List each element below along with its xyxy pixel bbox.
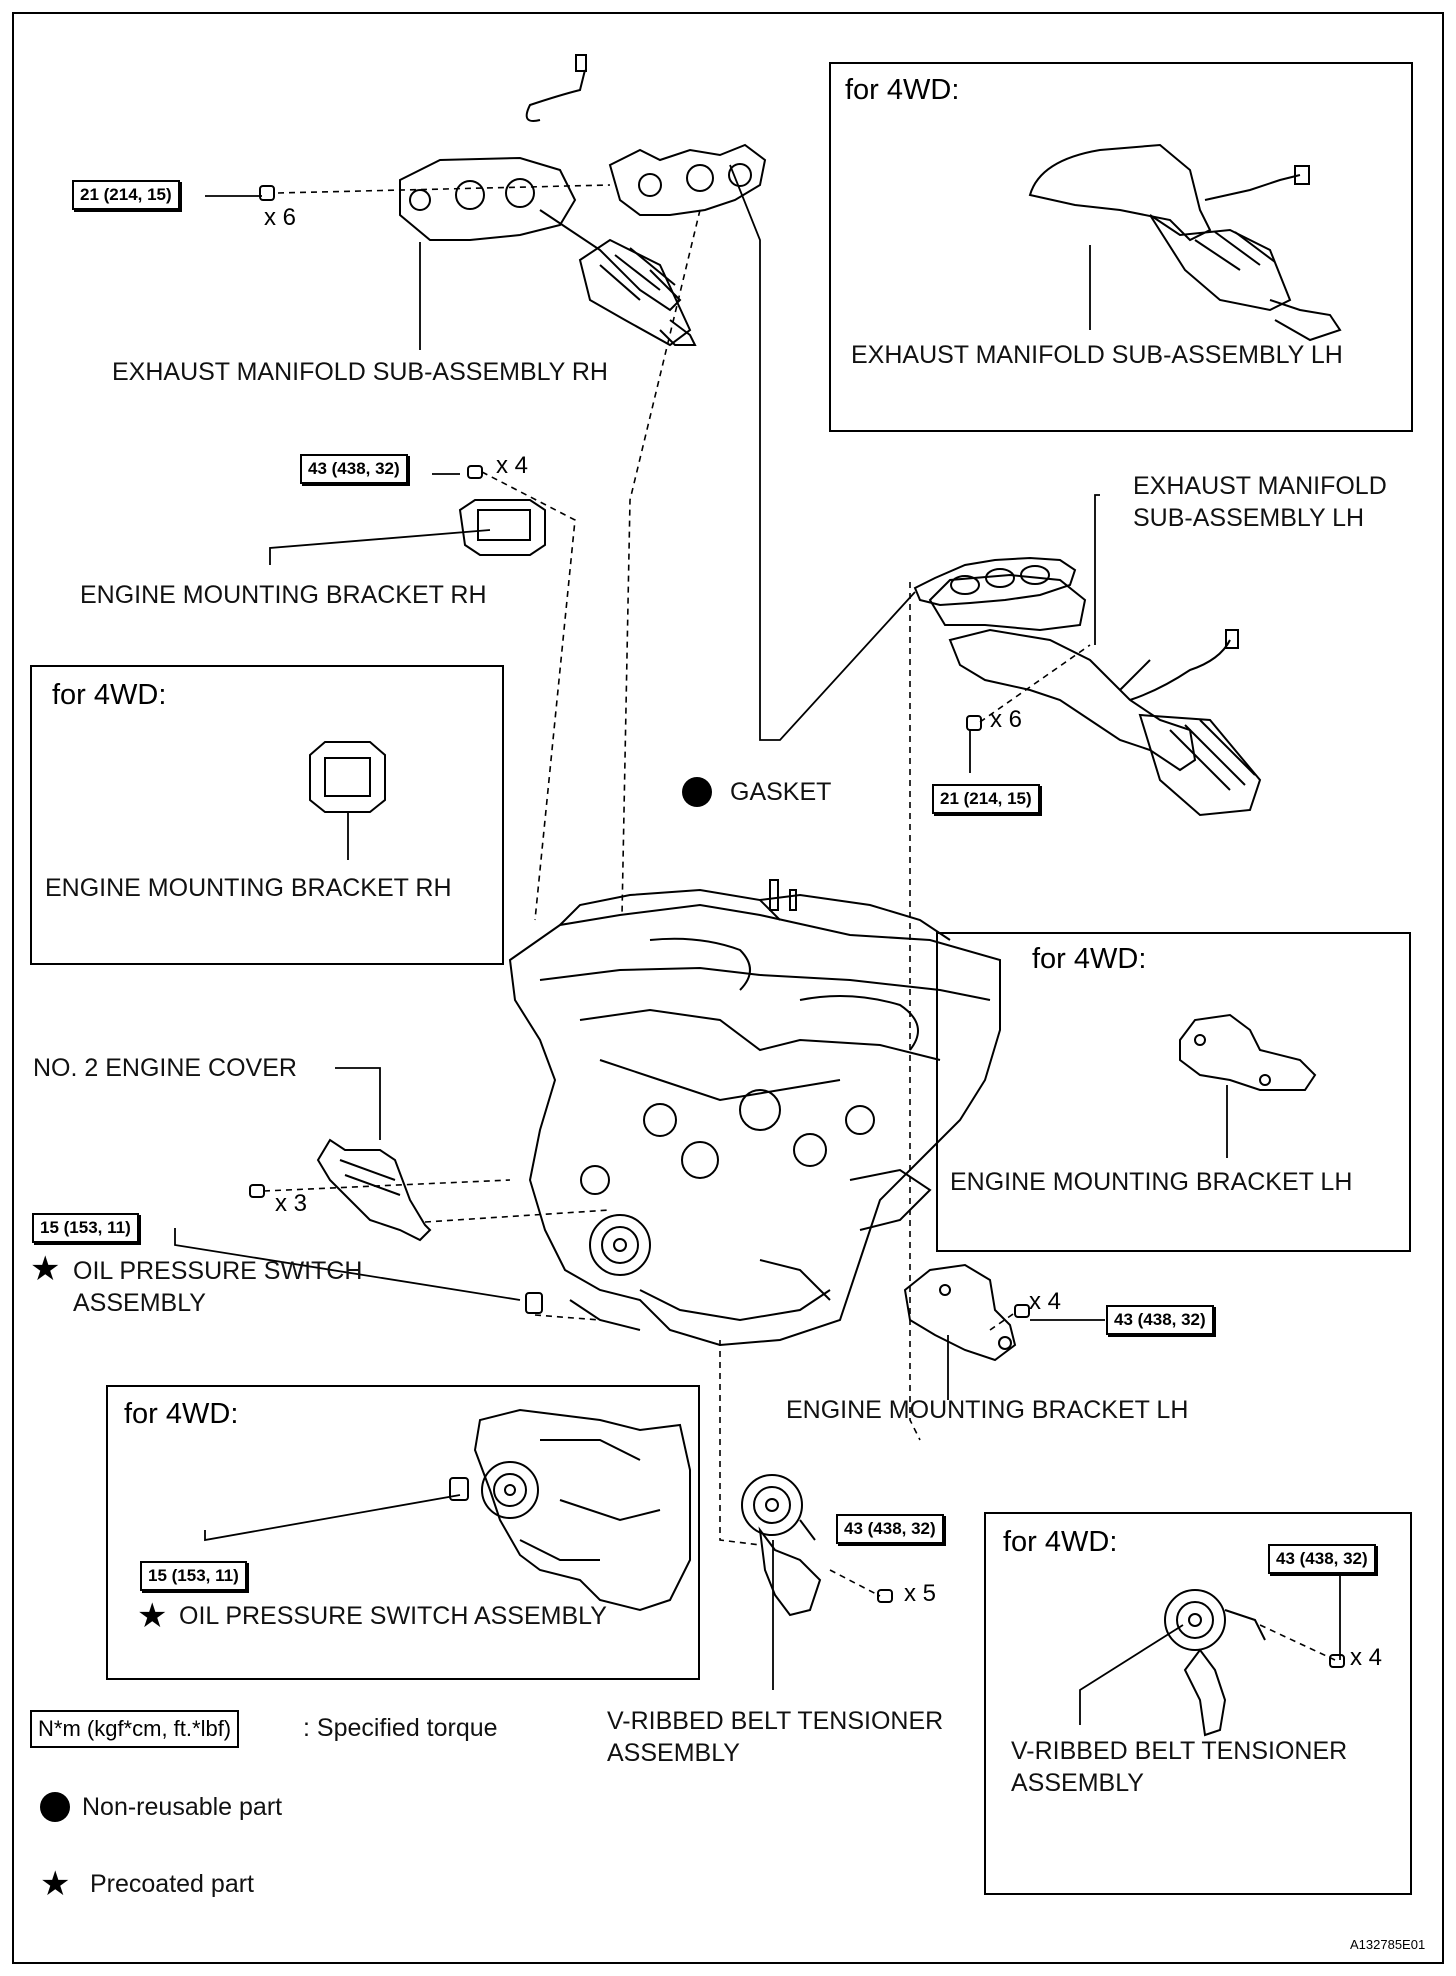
legend-non-reusable-dot [40, 1792, 70, 1822]
non-reusable-marker [682, 777, 712, 807]
torque-spec-exhaust-rh: 21 (214, 15) [72, 180, 180, 210]
legend-non-reusable-text: Non-reusable part [82, 1793, 283, 1821]
label-gasket: GASKET [730, 778, 832, 806]
panel-title-4wd: for 4WD: [124, 1398, 239, 1430]
oil-pressure-switch-illustration [525, 1292, 543, 1314]
exhaust-manifold-lh-4wd-illustration [1028, 143, 1342, 342]
qty-exhaust-rh-nuts: x 6 [264, 204, 297, 231]
label-engine-mounting-bracket-rh-4wd: ENGINE MOUNTING BRACKET RH [45, 874, 452, 902]
qty-bracket-rh-bolts: x 4 [496, 452, 529, 479]
label-oil-pressure-switch-line2: ASSEMBLY [73, 1289, 206, 1317]
panel-title-4wd: for 4WD: [52, 679, 167, 711]
v-ribbed-belt-tensioner-illustration [741, 1474, 893, 1617]
oil-pressure-switch-4wd-illustration [449, 1408, 691, 1612]
label-v-ribbed-belt-tensioner-4wd-line2: ASSEMBLY [1011, 1769, 1144, 1797]
panel-bracket-rh-4wd [30, 665, 504, 965]
dashed-assembly-lines [263, 184, 1336, 1661]
label-v-ribbed-belt-tensioner-4wd-line1: V-RIBBED BELT TENSIONER [1011, 1737, 1348, 1765]
label-exhaust-manifold-lh-line1: EXHAUST MANIFOLD [1133, 472, 1387, 500]
exhaust-manifold-lh-illustration [928, 573, 1262, 817]
panel-oil-switch-4wd [106, 1385, 700, 1680]
panel-bracket-lh-4wd [936, 932, 1411, 1252]
diagram-frame [12, 12, 1444, 1964]
label-exhaust-manifold-rh: EXHAUST MANIFOLD SUB-ASSEMBLY RH [112, 358, 608, 386]
engine-block-illustration [508, 879, 1001, 1347]
qty-exhaust-lh-nuts: x 6 [990, 706, 1023, 733]
torque-spec-oil-switch: 15 (153, 11) [32, 1213, 139, 1243]
label-engine-mounting-bracket-lh: ENGINE MOUNTING BRACKET LH [786, 1396, 1189, 1424]
legend-precoated-text: Precoated part [90, 1870, 254, 1898]
panel-tensioner-4wd [984, 1512, 1412, 1895]
precoated-marker: ★ [137, 1597, 168, 1635]
precoated-marker: ★ [30, 1250, 61, 1288]
engine-mounting-bracket-lh-illustration [903, 1263, 1030, 1362]
torque-spec-exhaust-lh: 21 (214, 15) [932, 784, 1040, 814]
label-exhaust-manifold-lh-line2: SUB-ASSEMBLY LH [1133, 504, 1365, 532]
exhaust-manifold-rh-illustration [399, 54, 697, 347]
torque-spec-oil-switch-4wd: 15 (153, 11) [140, 1561, 247, 1591]
engine-mounting-bracket-lh-4wd-illustration [1179, 1013, 1317, 1091]
torque-spec-tensioner: 43 (438, 32) [836, 1514, 944, 1544]
label-oil-pressure-switch-4wd: OIL PRESSURE SWITCH ASSEMBLY [179, 1602, 607, 1630]
label-v-ribbed-belt-tensioner-line2: ASSEMBLY [607, 1739, 740, 1767]
gasket-rh-illustration [608, 143, 767, 216]
legend-torque-box: N*m (kgf*cm, ft.*lbf) [30, 1710, 240, 1748]
panel-title-4wd: for 4WD: [1032, 943, 1147, 975]
engine-mounting-bracket-rh-4wd-illustration [309, 741, 386, 813]
legend-precoated-star: ★ [40, 1865, 71, 1903]
label-oil-pressure-switch-line1: OIL PRESSURE SWITCH [73, 1257, 363, 1285]
v-ribbed-belt-tensioner-4wd-illustration [1164, 1589, 1345, 1737]
legend-torque-text: : Specified torque [303, 1714, 498, 1742]
qty-engine-cover-bolts: x 3 [275, 1190, 308, 1217]
document-code: A132785E01 [1350, 1937, 1426, 1952]
qty-tensioner-bolts: x 5 [904, 1580, 937, 1607]
torque-spec-bracket-rh: 43 (438, 32) [300, 454, 408, 484]
qty-tensioner-4wd-bolts: x 4 [1350, 1644, 1383, 1671]
panel-exhaust-lh-4wd [829, 62, 1413, 432]
torque-spec-bracket-lh: 43 (438, 32) [1106, 1305, 1214, 1335]
label-no2-engine-cover: NO. 2 ENGINE COVER [33, 1054, 297, 1082]
gasket-lh-illustration [913, 556, 1077, 607]
torque-spec-tensioner-4wd: 43 (438, 32) [1268, 1544, 1376, 1574]
label-exhaust-manifold-lh-4wd: EXHAUST MANIFOLD SUB-ASSEMBLY LH [851, 341, 1343, 369]
label-engine-mounting-bracket-lh-4wd: ENGINE MOUNTING BRACKET LH [950, 1168, 1353, 1196]
panel-title-4wd: for 4WD: [845, 74, 960, 106]
panel-title-4wd: for 4WD: [1003, 1526, 1118, 1558]
qty-bracket-lh-bolts: x 4 [1029, 1288, 1062, 1315]
label-engine-mounting-bracket-rh: ENGINE MOUNTING BRACKET RH [80, 581, 487, 609]
leader-lines [174, 164, 1341, 1725]
label-v-ribbed-belt-tensioner-line1: V-RIBBED BELT TENSIONER [607, 1707, 944, 1735]
